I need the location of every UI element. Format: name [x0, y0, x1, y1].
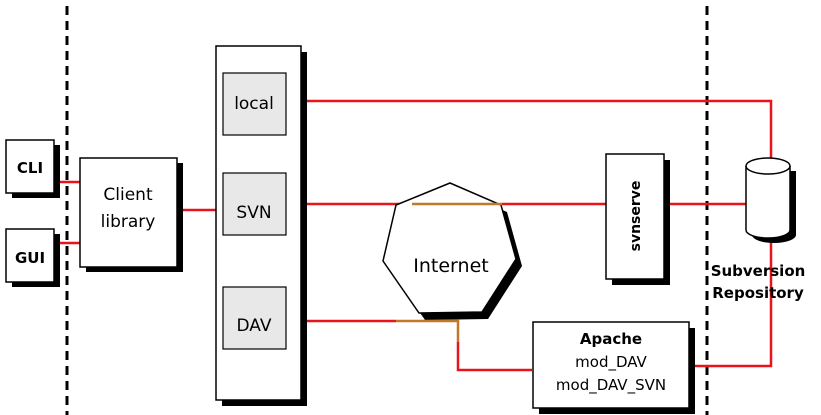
- connections: [57, 99, 773, 372]
- internet-segments: [396, 202, 502, 342]
- gui-label: GUI: [15, 249, 45, 267]
- client-library-box: Client library: [79, 157, 183, 272]
- dav-module: DAV: [222, 286, 287, 350]
- apache-title: Apache: [580, 330, 642, 348]
- internet-label: Internet: [413, 255, 488, 277]
- dav-label: DAV: [237, 316, 272, 336]
- ra-layer-panel: local SVN DAV: [215, 45, 307, 406]
- svnserve-box: svnserve: [605, 153, 670, 285]
- apache-to-repository-connection: [692, 238, 773, 368]
- svnserve-label: svnserve: [628, 181, 644, 252]
- dav-internet-segment: [396, 319, 460, 342]
- repository-label-line1: Subversion: [711, 262, 806, 280]
- client-library-label-line2: library: [101, 212, 156, 232]
- gui-box: GUI: [5, 228, 60, 287]
- internet-cloud: Internet: [382, 182, 522, 320]
- client-library-label-line1: Client: [103, 185, 153, 205]
- repository-cylinder: Subversion Repository: [711, 157, 806, 302]
- apache-module-mod-dav: mod_DAV: [575, 353, 647, 372]
- svn-label: SVN: [236, 203, 271, 223]
- internet-to-apache-connection: [456, 342, 532, 372]
- repository-label-line2: Repository: [712, 284, 804, 302]
- local-to-repository-connection: [287, 99, 773, 160]
- local-module: local: [222, 72, 287, 136]
- apache-box: Apache mod_DAV mod_DAV_SVN: [532, 321, 695, 414]
- apache-module-mod-dav-svn: mod_DAV_SVN: [556, 376, 666, 395]
- local-label: local: [234, 94, 274, 114]
- cli-label: CLI: [17, 159, 43, 177]
- cli-box: CLI: [5, 139, 60, 198]
- svn-module: SVN: [222, 172, 287, 236]
